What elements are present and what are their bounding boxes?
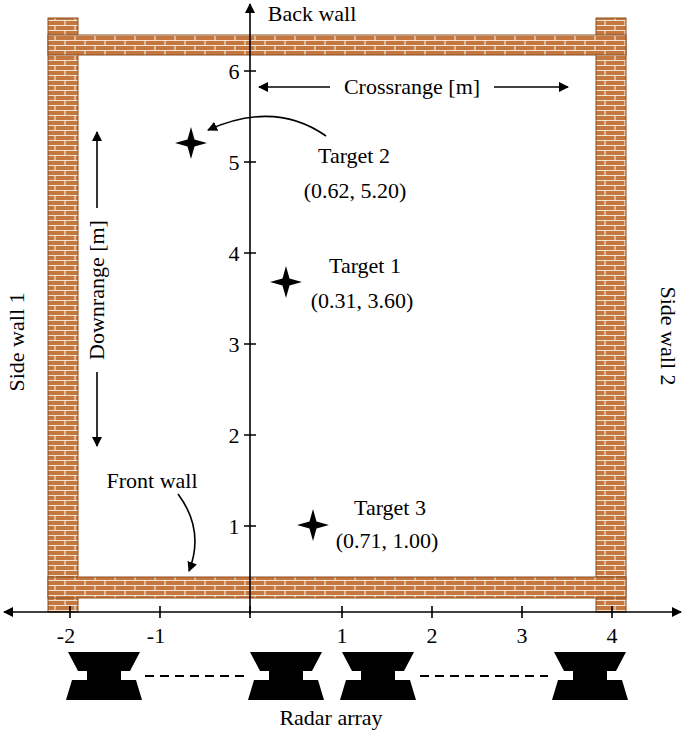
target-coordinates: (0.71, 1.00) [334,529,441,553]
tick-label: -1 [147,624,165,648]
axis-title: Downrange [m] [85,218,109,362]
target-label: Target 1 [327,254,403,278]
target-coordinates: (0.31, 3.60) [309,289,416,313]
tick-label: 4 [229,242,240,266]
target-label: Target 3 [352,496,428,520]
tick-label: 1 [229,515,240,539]
wall-label: Side wall 1 [5,293,29,392]
dimension-arrows [97,87,568,446]
wall-label: Side wall 2 [656,287,680,386]
tick-label: 5 [229,151,240,175]
target-label: Target 2 [316,144,392,168]
radar-antennas [66,652,628,700]
wall-label: Back wall [268,2,357,26]
axes [4,4,681,618]
wall-label: Front wall [106,469,197,493]
tick-label: 3 [517,624,528,648]
brick-walls [48,18,626,612]
array-dashes [145,675,548,677]
tick-label: 2 [229,424,240,448]
tick-label: 3 [229,333,240,357]
tick-label: 2 [427,624,438,648]
tick-label: 1 [337,624,348,648]
tick-label: 4 [607,624,618,648]
target-coordinates: (0.62, 5.20) [302,179,409,203]
tick-label: -2 [57,624,75,648]
tick-label: 6 [229,60,240,84]
array-label: Radar array [279,706,382,730]
axis-title: Crossrange [m] [342,75,482,99]
